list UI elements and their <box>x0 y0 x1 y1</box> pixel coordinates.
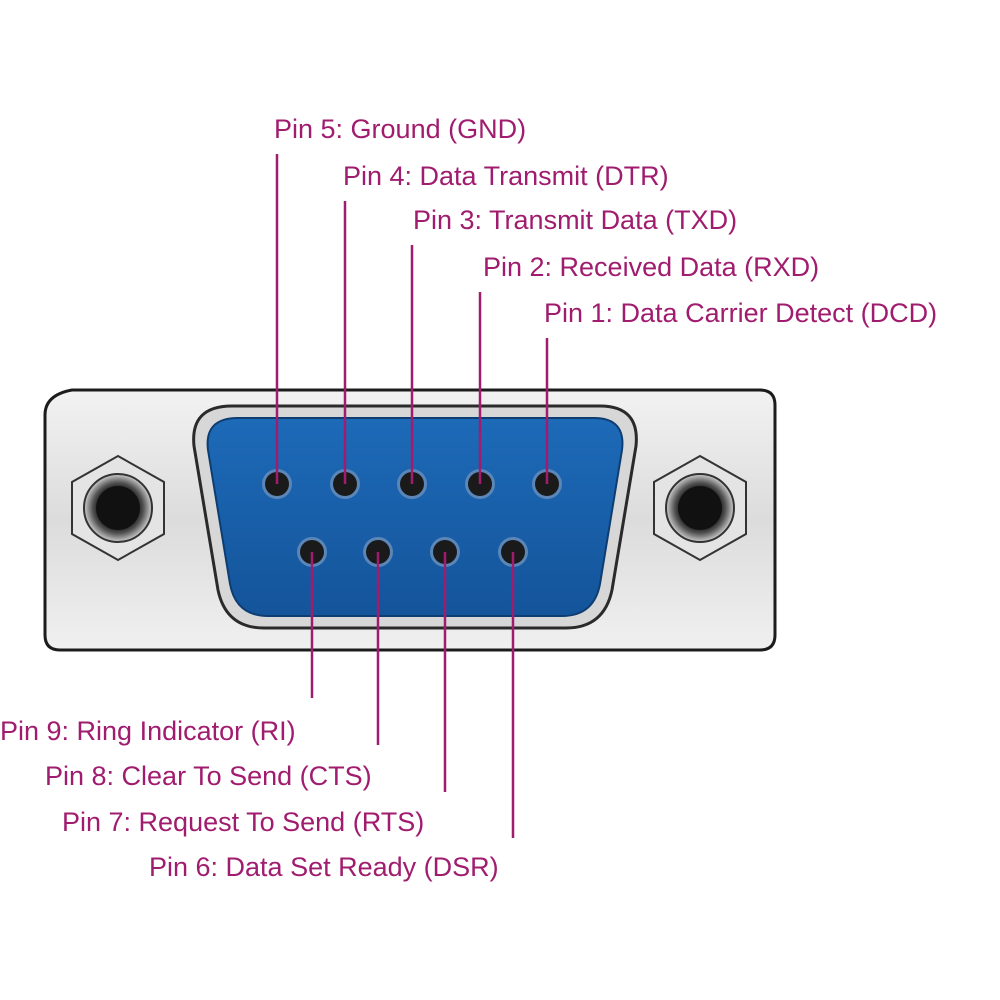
pin-9-label: Pin 9: Ring Indicator (RI) <box>0 716 296 746</box>
hex-nut-icon <box>71 454 165 562</box>
pin-insulator <box>206 417 624 617</box>
pin-3-label: Pin 3: Transmit Data (TXD) <box>413 205 737 235</box>
pin-labels: Pin 5: Ground (GND) Pin 4: Data Transmit … <box>0 114 937 882</box>
pin-7-label: Pin 7: Request To Send (RTS) <box>62 807 424 837</box>
pin-8-label: Pin 8: Clear To Send (CTS) <box>45 761 372 791</box>
pin-6-label: Pin 6: Data Set Ready (DSR) <box>149 852 499 882</box>
pin-1-label: Pin 1: Data Carrier Detect (DCD) <box>544 298 937 328</box>
pin-leader-lines <box>275 154 549 838</box>
pin-5-label: Pin 5: Ground (GND) <box>274 114 526 144</box>
pin-2-label: Pin 2: Received Data (RXD) <box>483 252 819 282</box>
pin-4-label: Pin 4: Data Transmit (DTR) <box>343 161 669 191</box>
hex-nut-icon <box>653 454 747 562</box>
